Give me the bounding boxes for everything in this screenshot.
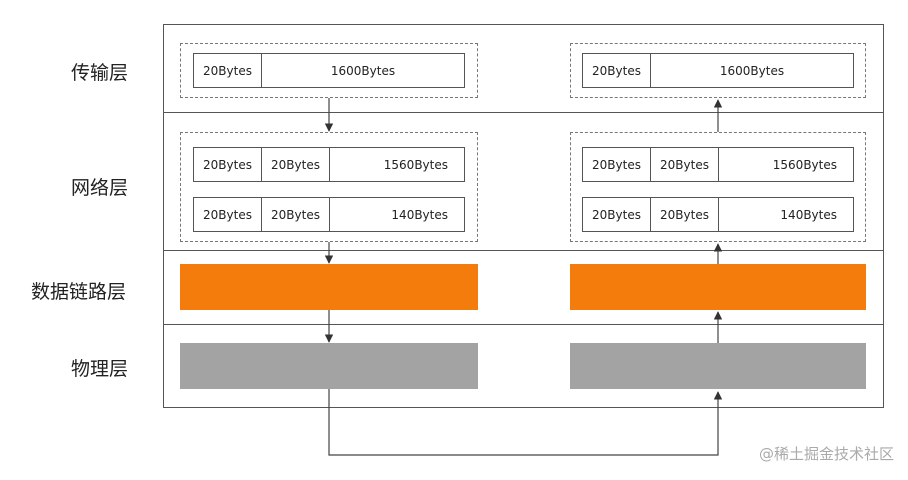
right-transport-segment: 20Bytes 1600Bytes xyxy=(582,53,854,88)
left-network-group xyxy=(180,132,478,242)
right-packet-1-payload: 1560Bytes xyxy=(772,157,837,172)
divider-network-datalink xyxy=(163,250,884,251)
left-packet-2-ip-header: 20Bytes xyxy=(194,198,262,231)
left-transport-group xyxy=(180,43,478,98)
right-datalink-frame xyxy=(570,264,866,310)
left-transport-header: 20Bytes xyxy=(194,54,262,87)
right-network-group xyxy=(570,132,866,242)
right-packet-1-tcp-header: 20Bytes xyxy=(651,148,719,181)
left-transport-segment: 20Bytes 1600Bytes xyxy=(193,53,465,88)
left-packet-1-ip-header: 20Bytes xyxy=(194,148,262,181)
right-packet-2-payload: 140Bytes xyxy=(780,207,837,222)
left-packet-1-tcp-header: 20Bytes xyxy=(262,148,330,181)
left-transport-payload: 1600Bytes xyxy=(330,63,396,78)
right-transport-group xyxy=(570,43,866,98)
link-line-physical xyxy=(328,389,723,456)
left-packet-1-payload: 1560Bytes xyxy=(383,157,448,172)
layer-label-network: 网络层 xyxy=(71,177,129,199)
left-network-packet-2: 20Bytes 20Bytes 140Bytes xyxy=(193,197,465,232)
watermark: @稀土掘金技术社区 xyxy=(758,445,894,463)
right-packet-1-ip-header: 20Bytes xyxy=(583,148,651,181)
right-transport-header: 20Bytes xyxy=(583,54,651,87)
layer-label-physical: 物理层 xyxy=(71,358,129,380)
right-network-packet-1: 20Bytes 20Bytes 1560Bytes xyxy=(582,147,854,182)
left-packet-2-tcp-header: 20Bytes xyxy=(262,198,330,231)
left-network-packet-1: 20Bytes 20Bytes 1560Bytes xyxy=(193,147,465,182)
left-datalink-frame xyxy=(180,264,478,310)
diagram-frame xyxy=(163,24,884,408)
right-network-packet-2: 20Bytes 20Bytes 140Bytes xyxy=(582,197,854,232)
right-physical-bits xyxy=(570,343,866,389)
layer-label-transport: 传输层 xyxy=(71,62,129,84)
right-packet-2-ip-header: 20Bytes xyxy=(583,198,651,231)
left-packet-2-payload: 140Bytes xyxy=(391,207,448,222)
right-packet-2-tcp-header: 20Bytes xyxy=(651,198,719,231)
right-transport-payload: 1600Bytes xyxy=(719,63,785,78)
layer-label-datalink: 数据链路层 xyxy=(31,281,127,303)
left-physical-bits xyxy=(180,343,478,389)
divider-transport-network xyxy=(163,112,884,113)
divider-datalink-physical xyxy=(163,324,884,325)
